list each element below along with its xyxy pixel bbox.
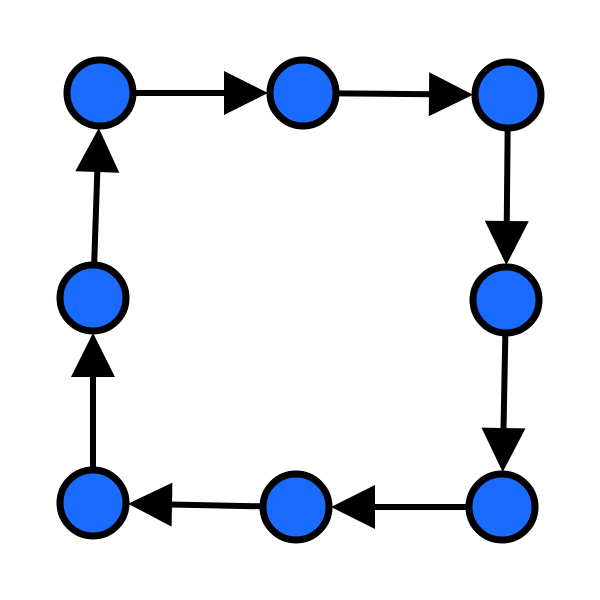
edge-line [91,169,101,264]
edge-arrow-middle-right-to-bottom-right [481,334,526,472]
edge-arrow-bottom-right-to-bottom-middle [331,485,467,529]
node-bottom-right [465,470,539,544]
node-top-right [471,58,545,132]
nodes-layer [56,56,545,544]
node-bottom-middle [259,470,333,544]
node-middle-right [469,263,543,337]
node-top-middle [266,56,340,130]
edge-arrow-bottom-middle-to-bottom-left [128,482,262,527]
edge-line [500,334,509,431]
edges-layer [71,71,529,529]
arrowhead [428,72,473,117]
arrowhead [481,427,526,472]
edge-arrow-top-left-to-top-middle [135,71,268,115]
edge-line [337,90,432,98]
arrowhead [484,220,529,265]
edge-arrow-top-middle-to-top-right [337,72,473,117]
arrowhead [75,128,120,173]
edge-arrow-middle-left-to-top-left [75,128,120,264]
edge-line [503,129,511,224]
arrowhead [331,485,375,529]
arrowhead [224,71,268,115]
node-middle-left [56,261,130,335]
node-bottom-left [56,466,130,540]
arrowhead [128,482,173,527]
arrowhead [71,333,115,377]
edge-line [169,501,262,510]
node-top-left [63,56,137,130]
edge-arrow-bottom-left-to-middle-left [71,333,115,468]
edge-arrow-top-right-to-middle-right [484,129,529,265]
